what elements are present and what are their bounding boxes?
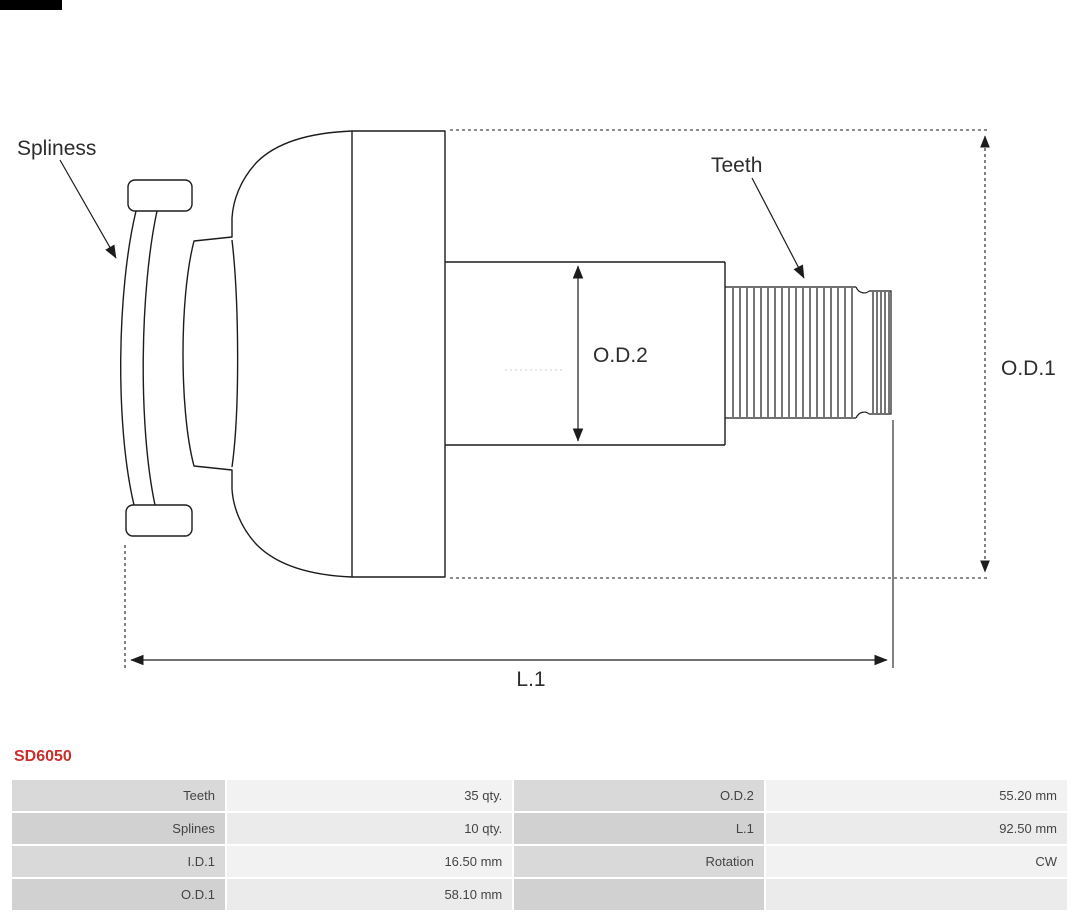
brand-logo-bar: [0, 0, 62, 10]
spec-label-cell: Teeth: [12, 780, 225, 811]
spliness-label: Spliness: [17, 137, 96, 160]
drive-housing-outline: [182, 130, 446, 578]
spec-value-cell: 55.20 mm: [765, 780, 1067, 811]
spec-value-cell: 10 qty.: [226, 813, 513, 844]
teeth-label: Teeth: [711, 154, 762, 177]
spec-value-cell: 58.10 mm: [226, 879, 513, 910]
od1-label: O.D.1: [1001, 357, 1056, 380]
spliness-leader: [59, 159, 117, 259]
spec-value-cell: 92.50 mm: [765, 813, 1067, 844]
spec-label-cell: Splines: [12, 813, 225, 844]
shaft-section: [445, 261, 726, 446]
spec-label-cell: Rotation: [514, 846, 764, 877]
leader-lines: [59, 159, 805, 279]
spec-value-cell: CW: [765, 846, 1067, 877]
spliness-collar: [120, 179, 193, 537]
part-number: SD6050: [14, 748, 72, 765]
technical-drawing: Spliness Teeth O.D.2 O.D.1 L.1: [17, 129, 1056, 691]
spec-value-cell: 35 qty.: [226, 780, 513, 811]
l1-label: L.1: [516, 668, 545, 691]
spec-label-cell: O.D.2: [514, 780, 764, 811]
l1-dimension: [124, 420, 894, 668]
teeth-leader: [751, 177, 805, 279]
spec-row: Teeth 35 qty. O.D.2 55.20 mm: [12, 780, 1067, 811]
spec-label-cell: [514, 879, 764, 910]
spec-row: I.D.1 16.50 mm Rotation CW: [12, 846, 1067, 877]
splined-end: [725, 286, 892, 419]
spec-label-cell: I.D.1: [12, 846, 225, 877]
spec-value-cell: 16.50 mm: [226, 846, 513, 877]
od2-label: O.D.2: [593, 344, 648, 367]
od1-extension-lines: [450, 129, 988, 579]
spec-value-cell: [765, 879, 1067, 910]
spec-row: O.D.1 58.10 mm: [12, 879, 1067, 910]
spec-table: Teeth 35 qty. O.D.2 55.20 mm Splines 10 …: [10, 778, 1069, 912]
spec-label-cell: O.D.1: [12, 879, 225, 910]
spec-label-cell: L.1: [514, 813, 764, 844]
spec-row: Splines 10 qty. L.1 92.50 mm: [12, 813, 1067, 844]
